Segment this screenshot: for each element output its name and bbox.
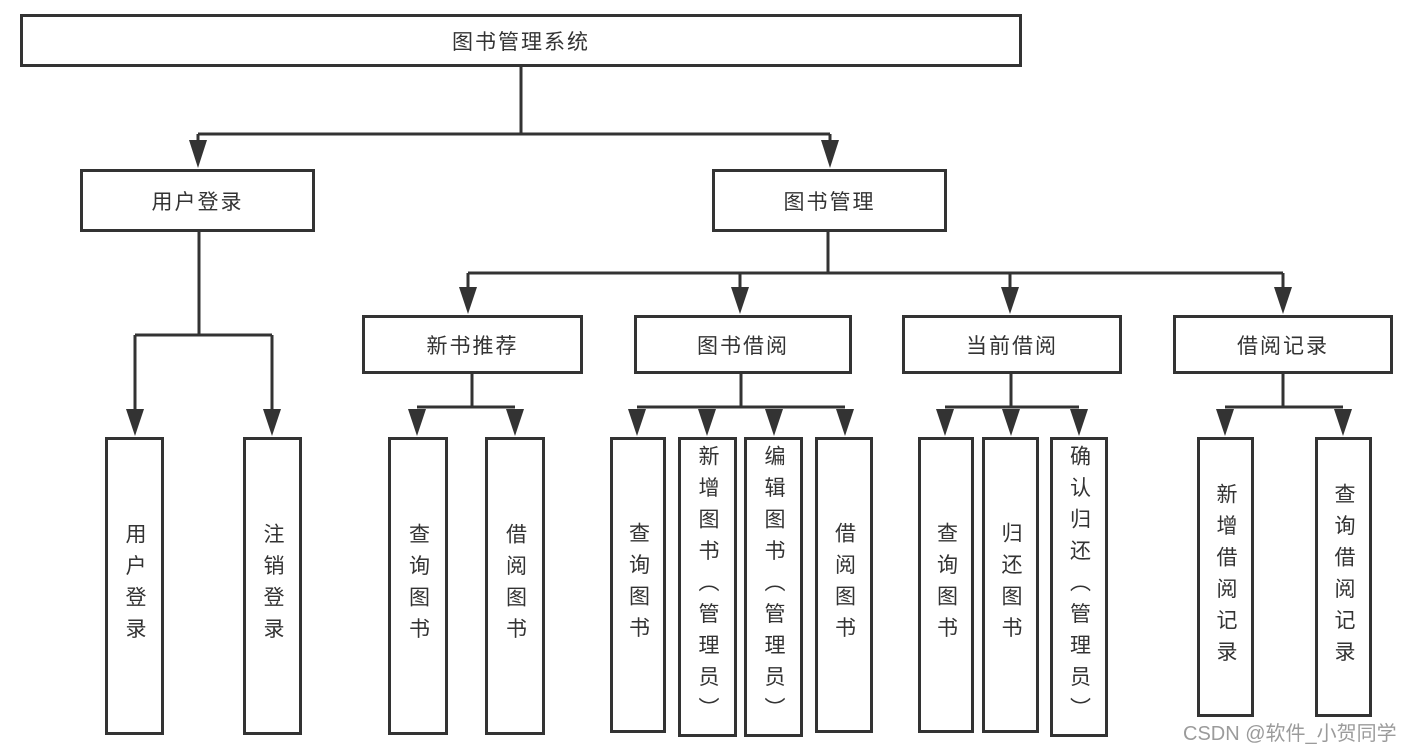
node-new-book-recommend-label: 新书推荐	[426, 334, 519, 358]
leaf-query-books-1-label: 查询图书	[406, 523, 430, 649]
node-book-borrow: 图书借阅	[634, 315, 852, 374]
node-book-borrow-label: 图书借阅	[697, 334, 789, 358]
node-borrow-records-label: 借阅记录	[1237, 334, 1329, 358]
leaf-add-borrow-record: 新增借阅记录	[1197, 437, 1254, 717]
leaf-user-login: 用户登录	[105, 437, 164, 735]
node-book-mgmt-label: 图书管理	[783, 190, 876, 214]
node-user-login-label: 用户登录	[151, 190, 244, 214]
arrowheads	[126, 140, 1352, 436]
leaf-query-books-3: 查询图书	[918, 437, 974, 733]
leaf-edit-book-admin-label: 编辑图书（管理员）	[762, 445, 785, 729]
node-new-book-recommend: 新书推荐	[362, 315, 583, 374]
leaf-query-books-1: 查询图书	[388, 437, 448, 735]
leaf-add-book-admin-label: 新增图书（管理员）	[696, 445, 719, 729]
node-root: 图书管理系统	[20, 14, 1022, 67]
leaf-logout: 注销登录	[243, 437, 302, 735]
node-current-borrow-label: 当前借阅	[966, 334, 1058, 358]
leaf-confirm-return-admin: 确认归还（管理员）	[1050, 437, 1108, 737]
node-user-login: 用户登录	[80, 169, 315, 232]
leaf-confirm-return-admin-label: 确认归还（管理员）	[1067, 445, 1091, 729]
leaf-add-borrow-record-label: 新增借阅记录	[1214, 482, 1237, 672]
leaf-query-books-2-label: 查询图书	[626, 522, 650, 648]
leaf-borrow-books-1: 借阅图书	[485, 437, 545, 735]
node-borrow-records: 借阅记录	[1173, 315, 1393, 374]
leaf-user-login-label: 用户登录	[123, 523, 146, 649]
leaf-borrow-books-2-label: 借阅图书	[832, 522, 856, 648]
watermark-text: CSDN @软件_小贺同学	[1183, 723, 1397, 745]
leaf-query-borrow-record-label: 查询借阅记录	[1332, 482, 1355, 672]
leaf-borrow-books-1-label: 借阅图书	[503, 523, 527, 649]
leaf-add-book-admin: 新增图书（管理员）	[678, 437, 737, 737]
leaf-query-books-3-label: 查询图书	[934, 522, 958, 648]
node-current-borrow: 当前借阅	[902, 315, 1122, 374]
leaf-return-books: 归还图书	[982, 437, 1039, 733]
leaf-edit-book-admin: 编辑图书（管理员）	[744, 437, 803, 737]
leaf-return-books-label: 归还图书	[999, 522, 1022, 648]
node-root-label: 图书管理系统	[452, 30, 590, 54]
leaf-logout-label: 注销登录	[261, 523, 284, 649]
leaf-borrow-books-2: 借阅图书	[815, 437, 873, 733]
leaf-query-borrow-record: 查询借阅记录	[1315, 437, 1372, 717]
tree-edges	[133, 66, 1343, 412]
leaf-query-books-2: 查询图书	[610, 437, 666, 733]
node-book-mgmt: 图书管理	[712, 169, 947, 232]
